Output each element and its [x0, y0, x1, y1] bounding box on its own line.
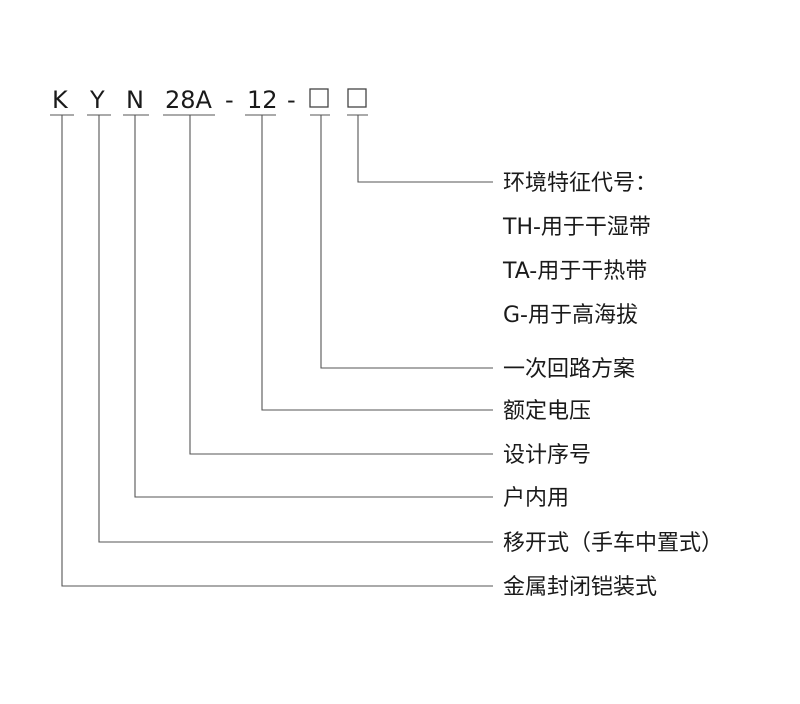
code-box-environment [347, 88, 367, 108]
legend-environment-title: 环境特征代号： [503, 171, 657, 196]
leader-environment [357, 115, 493, 183]
code-box-scheme [309, 88, 329, 108]
code-letter-n: N [126, 86, 144, 114]
legend-env-th: TH-用于干湿带 [502, 215, 651, 240]
leader-scheme [320, 115, 493, 369]
code-letter-y: Y [89, 86, 105, 114]
leader-voltage [261, 115, 493, 411]
leader-design-no [189, 115, 493, 455]
legend-scheme: 一次回路方案 [503, 357, 635, 382]
legend-design-no: 设计序号 [503, 443, 591, 468]
leader-lines [61, 115, 493, 587]
code-dash-1: - [225, 86, 234, 114]
legend-rated-voltage: 额定电压 [503, 399, 591, 424]
legend-metal-clad: 金属封闭铠装式 [503, 575, 657, 600]
leader-metal-clad [61, 115, 493, 587]
legend-env-g: G-用于高海拔 [503, 303, 638, 328]
code-letter-k: K [52, 86, 69, 114]
legend-env-ta: TA-用于干热带 [502, 259, 647, 284]
legend-removable: 移开式（手车中置式） [503, 531, 723, 556]
code-dash-2: - [287, 86, 296, 114]
legend-indoor: 户内用 [503, 486, 569, 511]
leader-removable [98, 115, 493, 543]
code-voltage: 12 [247, 86, 278, 114]
code-design-no: 28A [165, 86, 213, 114]
legend-texts: 环境特征代号： TH-用于干湿带 TA-用于干热带 G-用于高海拔 一次回路方案… [502, 171, 723, 600]
model-code: K Y N 28A - 12 - [52, 86, 296, 114]
leader-indoor [134, 115, 493, 498]
